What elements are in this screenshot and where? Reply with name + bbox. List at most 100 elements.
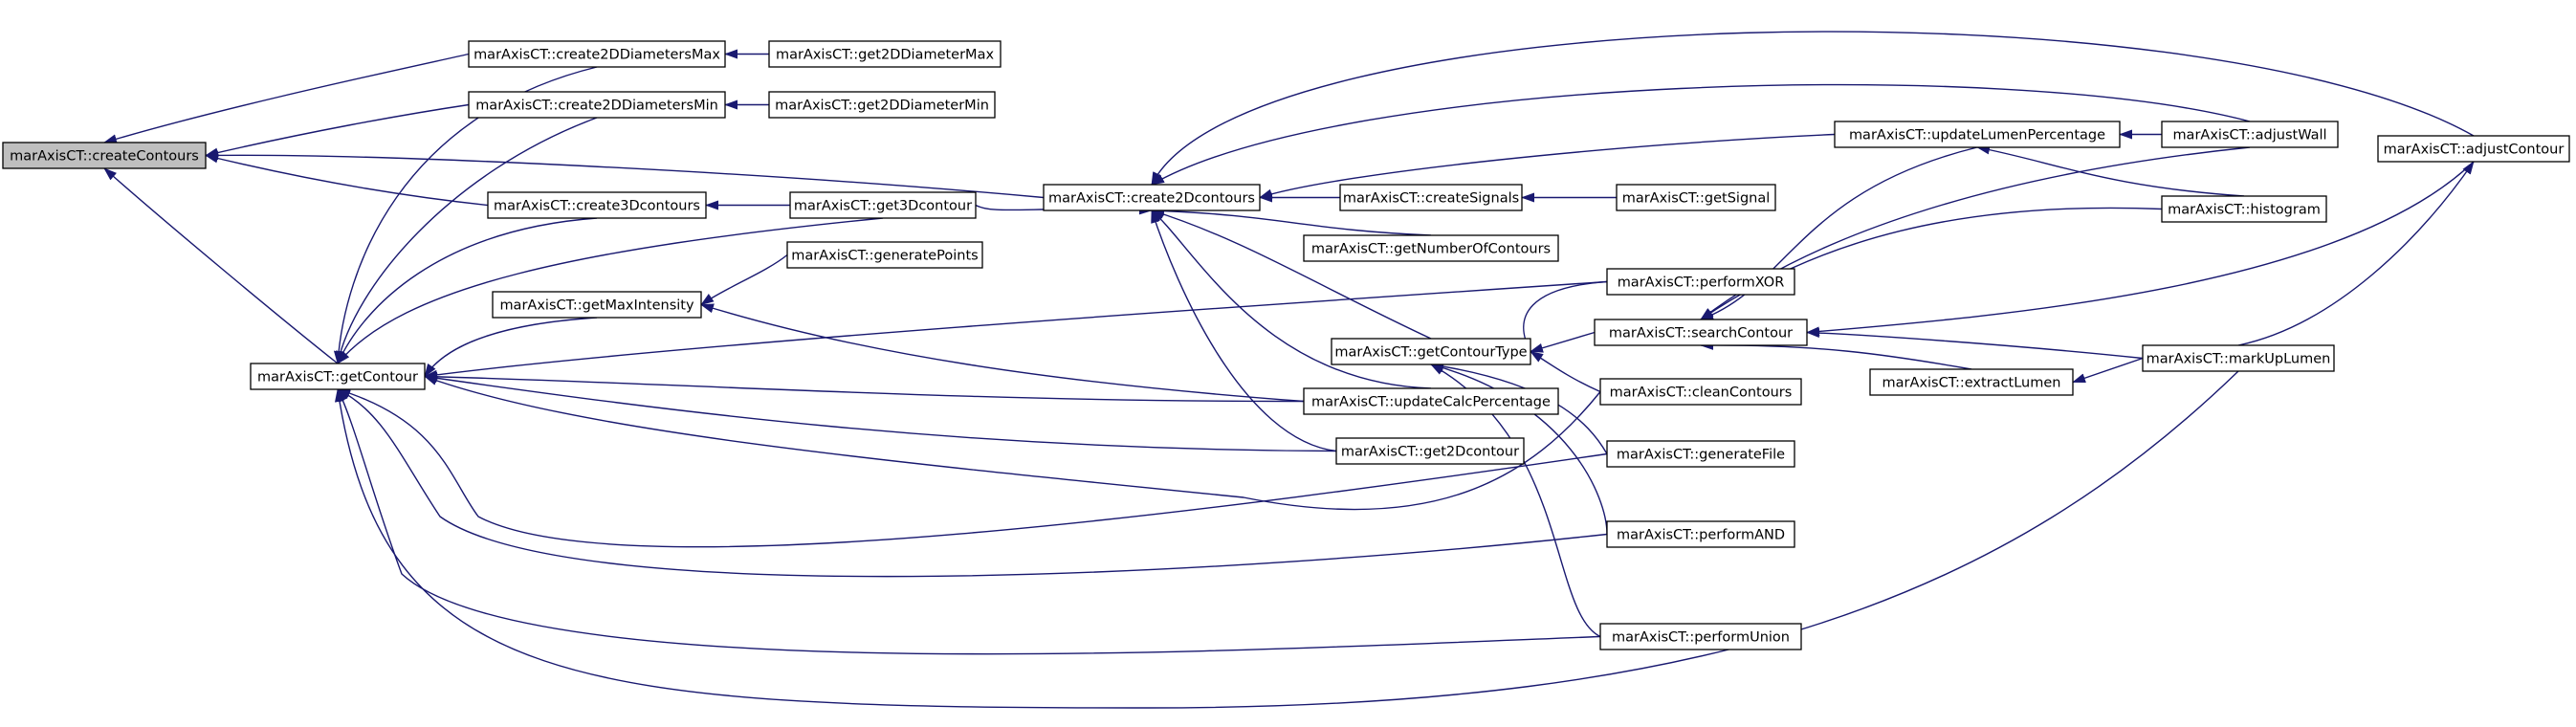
edge-getContour-to-createContours xyxy=(103,167,339,364)
node-label: marAxisCT::get2Dcontour xyxy=(1341,445,1519,460)
node-box xyxy=(1303,387,1559,415)
edge-performAND-to-getContourType xyxy=(1430,363,1608,535)
node-box xyxy=(2,142,207,169)
node-box xyxy=(1594,319,1808,346)
edge-adjustWall-to-create2Dcontours xyxy=(1151,83,2251,186)
node-adjustWall[interactable]: marAxisCT::adjustWall xyxy=(2161,121,2339,148)
edge-adjustContour-to-create2Dcontours xyxy=(1151,31,2475,186)
node-create2DDiametersMax[interactable]: marAxisCT::create2DDiametersMax xyxy=(468,40,726,68)
node-layer: marAxisCT::createContoursmarAxisCT::crea… xyxy=(2,40,2570,650)
node-box xyxy=(1869,368,2074,396)
edge-get2Dcontour-to-getContour xyxy=(424,373,1337,452)
edge-create2DDiametersMin-to-getContour xyxy=(335,117,598,364)
node-get2DDiameterMin[interactable]: marAxisCT::get2DDiameterMin xyxy=(768,91,996,119)
node-createSignals[interactable]: marAxisCT::createSignals xyxy=(1339,184,1523,211)
node-getMaxIntensity[interactable]: marAxisCT::getMaxIntensity xyxy=(492,291,702,319)
node-label: marAxisCT::updateCalcPercentage xyxy=(1311,395,1551,410)
node-markUpLumen[interactable]: marAxisCT::markUpLumen xyxy=(2142,344,2335,372)
node-label: marAxisCT::performUnion xyxy=(1612,630,1790,646)
node-getContour[interactable]: marAxisCT::getContour xyxy=(250,363,426,390)
edge-create3Dcontours-to-createContours xyxy=(205,153,489,207)
node-performXOR[interactable]: marAxisCT::performXOR xyxy=(1606,268,1795,296)
node-getContourType[interactable]: marAxisCT::getContourType xyxy=(1331,338,1531,365)
edge-get3Dcontour-to-getContour xyxy=(337,217,884,364)
node-create2DDiametersMin[interactable]: marAxisCT::create2DDiametersMin xyxy=(468,91,726,119)
node-label: marAxisCT::create2DDiametersMax xyxy=(473,48,720,63)
edge-getNumberOfContours-to-create2Dcontours xyxy=(1151,206,1432,236)
edge-markUpLumen-to-getContour xyxy=(334,370,2239,709)
node-label: marAxisCT::updateLumenPercentage xyxy=(1849,128,2105,143)
node-performUnion[interactable]: marAxisCT::performUnion xyxy=(1599,623,1802,650)
node-generateFile[interactable]: marAxisCT::generateFile xyxy=(1606,440,1795,468)
edge-markUpLumen-to-extractLumen xyxy=(2072,357,2144,384)
node-label: marAxisCT::getSignal xyxy=(1622,191,1771,207)
edge-create2Dcontours-to-createContours xyxy=(205,150,1045,199)
node-label: marAxisCT::adjustContour xyxy=(2384,143,2565,158)
edge-updateCalcPercentage-to-getMaxIntensity xyxy=(700,303,1305,403)
node-label: marAxisCT::get3Dcontour xyxy=(794,199,972,214)
node-performAND[interactable]: marAxisCT::performAND xyxy=(1606,520,1795,548)
node-box xyxy=(468,40,726,68)
node-searchContour[interactable]: marAxisCT::searchContour xyxy=(1594,319,1808,346)
node-histogram[interactable]: marAxisCT::histogram xyxy=(2161,195,2327,223)
node-box xyxy=(1599,378,1802,406)
node-create3Dcontours[interactable]: marAxisCT::create3Dcontours xyxy=(487,191,707,219)
edge-updateCalcPercentage-to-create2Dcontours xyxy=(1151,209,1432,389)
edge-histogram-to-updateLumenPercentage xyxy=(1976,144,2245,197)
node-getSignal[interactable]: marAxisCT::getSignal xyxy=(1616,184,1776,211)
node-getNumberOfContours[interactable]: marAxisCT::getNumberOfContours xyxy=(1303,234,1559,262)
edge-extractLumen-to-searchContour xyxy=(1700,340,1972,370)
edge-getContourType-to-create2Dcontours xyxy=(1151,209,1432,340)
node-box xyxy=(2142,344,2335,372)
edge-generateFile-to-getContour xyxy=(337,388,1608,548)
edge-adjustContour-to-searchContour xyxy=(1806,161,2475,337)
node-generatePoints[interactable]: marAxisCT::generatePoints xyxy=(786,241,983,269)
edge-performUnion-to-getContour xyxy=(337,388,1601,655)
node-box xyxy=(1606,520,1795,548)
node-get3Dcontour[interactable]: marAxisCT::get3Dcontour xyxy=(789,191,977,219)
node-box xyxy=(1335,437,1525,465)
edge-markUpLumen-to-adjustContour xyxy=(2237,161,2475,346)
node-label: marAxisCT::markUpLumen xyxy=(2147,352,2331,367)
edge-create3Dcontours-to-getContour xyxy=(337,217,598,364)
node-box xyxy=(1606,268,1795,296)
node-box xyxy=(2161,195,2327,223)
node-label: marAxisCT::generateFile xyxy=(1617,448,1785,463)
node-box xyxy=(487,191,707,219)
node-label: marAxisCT::extractLumen xyxy=(1882,376,2061,391)
node-label: marAxisCT::cleanContours xyxy=(1610,386,1793,401)
edge-getMaxIntensity-to-getContour xyxy=(424,317,598,378)
node-box xyxy=(1043,184,1261,211)
node-adjustContour[interactable]: marAxisCT::adjustContour xyxy=(2377,135,2570,163)
node-label: marAxisCT::create3Dcontours xyxy=(494,199,700,214)
node-extractLumen[interactable]: marAxisCT::extractLumen xyxy=(1869,368,2074,396)
node-createContours[interactable]: marAxisCT::createContours xyxy=(2,142,207,169)
edge-performXOR-to-getContour xyxy=(424,280,1608,380)
edge-cleanContours-to-getContourType xyxy=(1530,350,1601,393)
node-get2Dcontour[interactable]: marAxisCT::get2Dcontour xyxy=(1335,437,1525,465)
node-cleanContours[interactable]: marAxisCT::cleanContours xyxy=(1599,378,1802,406)
node-label: marAxisCT::createSignals xyxy=(1343,191,1519,207)
node-label: marAxisCT::get2DDiameterMax xyxy=(776,48,995,63)
node-box xyxy=(2161,121,2339,148)
node-box xyxy=(1303,234,1559,262)
node-box xyxy=(789,191,977,219)
edge-create2DDiametersMin-to-createContours xyxy=(205,103,470,158)
node-updateLumenPercentage[interactable]: marAxisCT::updateLumenPercentage xyxy=(1834,121,2121,148)
node-box xyxy=(786,241,983,269)
node-create2Dcontours[interactable]: marAxisCT::create2Dcontours xyxy=(1043,184,1261,211)
node-label: marAxisCT::searchContour xyxy=(1609,326,1793,341)
node-box xyxy=(250,363,426,390)
edge-searchContour-to-getContourType xyxy=(1530,331,1596,353)
node-box xyxy=(1834,121,2121,148)
edge-generatePoints-to-getMaxIntensity xyxy=(700,253,788,306)
node-box xyxy=(2377,135,2570,163)
node-label: marAxisCT::getContour xyxy=(257,370,418,386)
node-updateCalcPercentage[interactable]: marAxisCT::updateCalcPercentage xyxy=(1303,387,1559,415)
node-label: marAxisCT::create2DDiametersMin xyxy=(475,99,718,114)
node-get2DDiameterMax[interactable]: marAxisCT::get2DDiameterMax xyxy=(768,40,1002,68)
node-label: marAxisCT::histogram xyxy=(2168,203,2321,218)
edge-cleanContours-to-getContour xyxy=(424,375,1601,511)
node-box xyxy=(1339,184,1523,211)
